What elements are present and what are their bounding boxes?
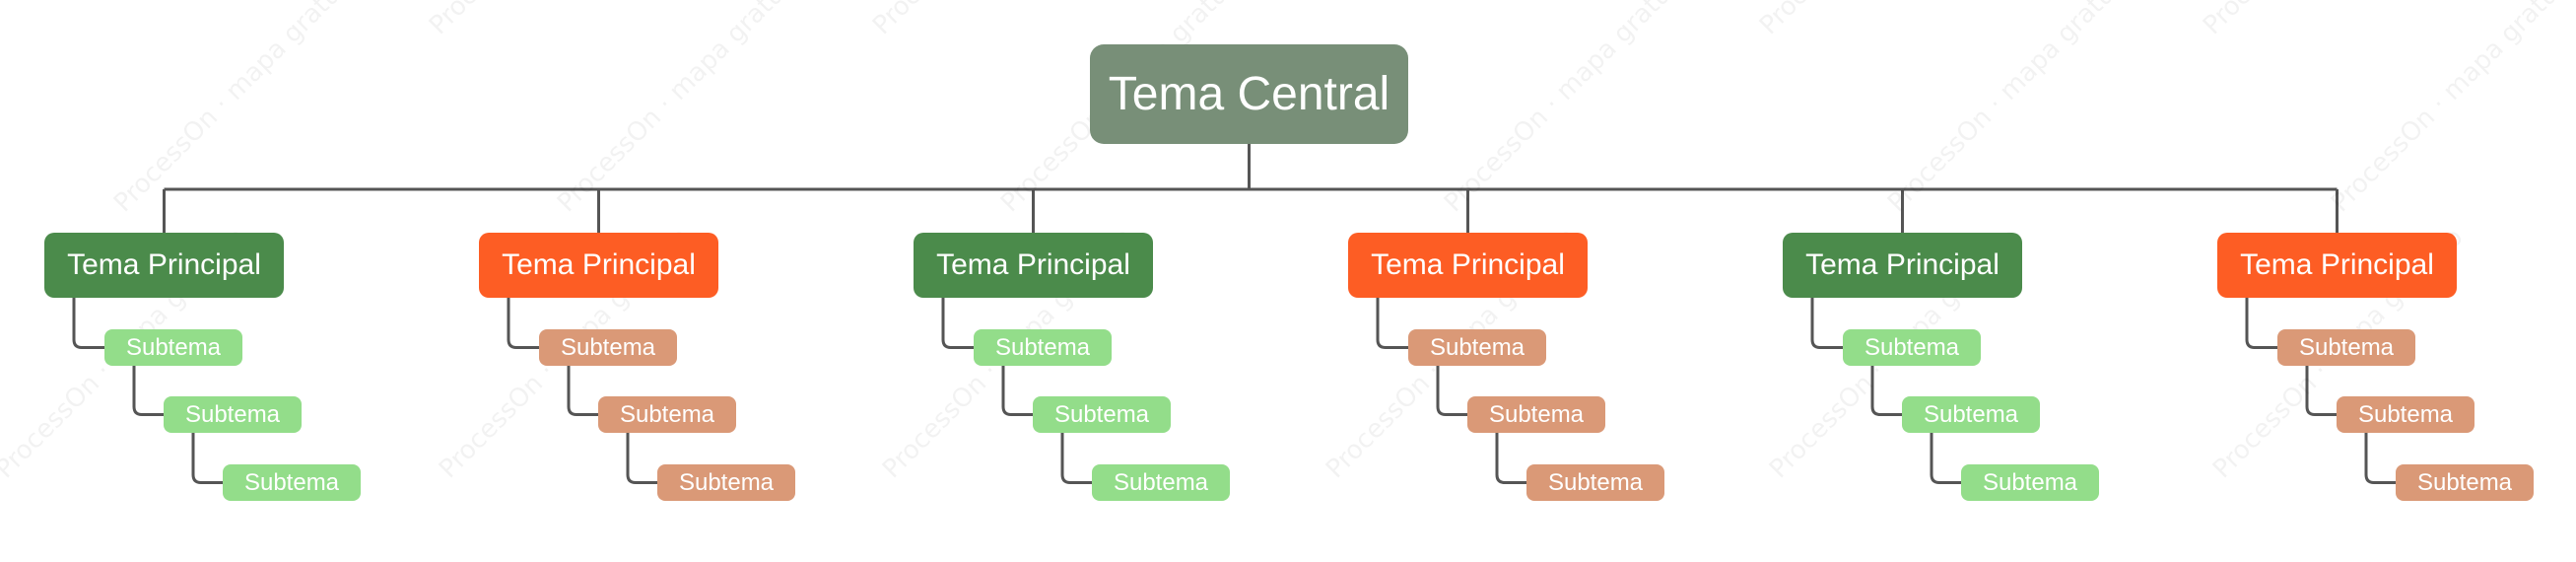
subtopic-6-3[interactable]: Subtema [2396, 464, 2534, 501]
connector-sub-6-2 [2305, 366, 2337, 416]
subtopic-1-3[interactable]: Subtema [223, 464, 361, 501]
subtopic-4-3[interactable]: Subtema [1526, 464, 1664, 501]
subtopic-3-2[interactable]: Subtema [1033, 396, 1171, 433]
connector-sub-2-3 [626, 433, 657, 484]
connector-sub-4-1 [1376, 298, 1408, 349]
main-topic-3[interactable]: Tema Principal [914, 233, 1153, 298]
main-topic-1[interactable]: Tema Principal [44, 233, 284, 298]
main-topic-2[interactable]: Tema Principal [479, 233, 718, 298]
central-topic[interactable]: Tema Central [1090, 44, 1408, 144]
connector-sub-3-1 [941, 298, 974, 349]
connector-sub-5-3 [1930, 433, 1961, 484]
subtopic-1-1[interactable]: Subtema [104, 329, 242, 366]
connector-sub-4-2 [1436, 366, 1467, 416]
main-topic-5[interactable]: Tema Principal [1783, 233, 2022, 298]
subtopic-2-2[interactable]: Subtema [598, 396, 736, 433]
subtopic-2-3[interactable]: Subtema [657, 464, 795, 501]
connector-sub-1-1 [72, 298, 104, 349]
connector-sub-3-2 [1001, 366, 1033, 416]
subtopic-4-2[interactable]: Subtema [1467, 396, 1605, 433]
subtopic-1-2[interactable]: Subtema [164, 396, 302, 433]
subtopic-5-3[interactable]: Subtema [1961, 464, 2099, 501]
main-topic-6[interactable]: Tema Principal [2217, 233, 2457, 298]
subtopic-6-2[interactable]: Subtema [2337, 396, 2474, 433]
connector-sub-6-1 [2245, 298, 2277, 349]
connector-sub-4-3 [1495, 433, 1526, 484]
connector-sub-1-3 [191, 433, 223, 484]
connector-sub-2-1 [507, 298, 539, 349]
connector-sub-5-1 [1810, 298, 1843, 349]
subtopic-3-3[interactable]: Subtema [1092, 464, 1230, 501]
subtopic-6-1[interactable]: Subtema [2277, 329, 2415, 366]
connector-sub-3-3 [1060, 433, 1092, 484]
subtopic-5-2[interactable]: Subtema [1902, 396, 2040, 433]
main-topic-4[interactable]: Tema Principal [1348, 233, 1588, 298]
subtopic-5-1[interactable]: Subtema [1843, 329, 1981, 366]
connector-sub-1-2 [132, 366, 164, 416]
connector-sub-5-2 [1870, 366, 1902, 416]
connector-sub-6-3 [2364, 433, 2396, 484]
subtopic-4-1[interactable]: Subtema [1408, 329, 1546, 366]
connector-sub-2-2 [567, 366, 598, 416]
subtopic-2-1[interactable]: Subtema [539, 329, 677, 366]
subtopic-3-1[interactable]: Subtema [974, 329, 1112, 366]
